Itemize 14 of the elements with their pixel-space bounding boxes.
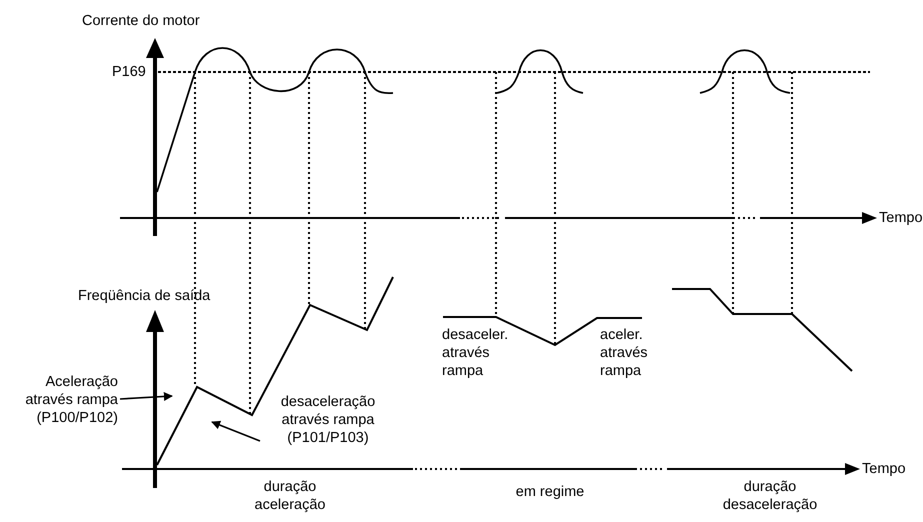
axis-label: Tempo bbox=[879, 209, 923, 227]
axis-label: Freqüência de saída bbox=[78, 287, 212, 305]
axis-label: P169 bbox=[112, 63, 147, 81]
axis-label: duração desaceleração bbox=[722, 478, 818, 514]
leader-arrow bbox=[211, 420, 260, 442]
axis-label: aceler. através rampa bbox=[600, 326, 649, 380]
leader-arrow bbox=[120, 392, 173, 401]
axis-label: em regime bbox=[514, 483, 586, 501]
callout-text: desaceleração através rampa (P101/P103) bbox=[280, 393, 376, 447]
axis-label: Corrente do motor bbox=[82, 12, 201, 30]
callout-text: Aceleração através rampa (P100/P102) bbox=[24, 373, 118, 427]
axis-label: desaceler. através rampa bbox=[442, 326, 510, 380]
axis-label: Tempo bbox=[862, 460, 906, 478]
axis-label: duração aceleração bbox=[254, 478, 326, 514]
